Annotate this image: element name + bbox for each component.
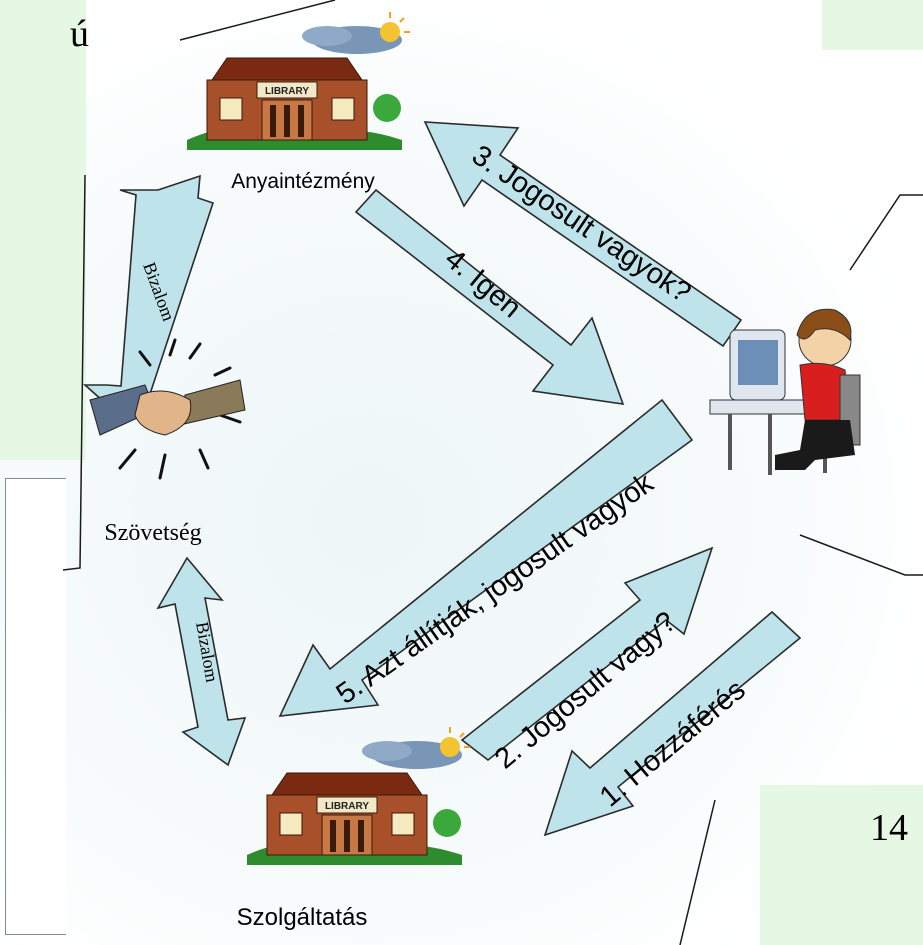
library-sign-bottom: LIBRARY: [325, 801, 369, 812]
arrow-step3: [423, 121, 743, 348]
arrow-trust-bottom: [156, 556, 247, 767]
computer-user-icon: [709, 308, 861, 475]
node-home-institution: Anyaintézmény: [231, 170, 375, 193]
callout-lines: [62, 0, 923, 945]
top-right-green-panel: [822, 0, 923, 50]
left-green-panel: [0, 0, 86, 460]
left-bordered-box: [5, 478, 66, 935]
library-sign-top: LIBRARY: [265, 86, 309, 97]
library-icon-bottom: LIBRARY: [247, 727, 470, 865]
arrow-step4: [354, 188, 625, 405]
node-federation: Szövetség: [104, 520, 201, 546]
corner-text: ú: [70, 13, 89, 55]
arrow-trust-top: [82, 174, 215, 420]
page-number: 14: [870, 807, 908, 849]
flow-arrows: [82, 121, 802, 837]
arrow-step2: [460, 546, 714, 762]
library-icon-top: LIBRARY: [187, 12, 410, 150]
node-service: Szolgáltatás: [237, 904, 368, 931]
arrow-step1: [543, 610, 802, 837]
bottom-right-green-panel: [760, 785, 923, 945]
handshake-icon: [89, 338, 246, 480]
arrow-step5: [278, 398, 694, 717]
